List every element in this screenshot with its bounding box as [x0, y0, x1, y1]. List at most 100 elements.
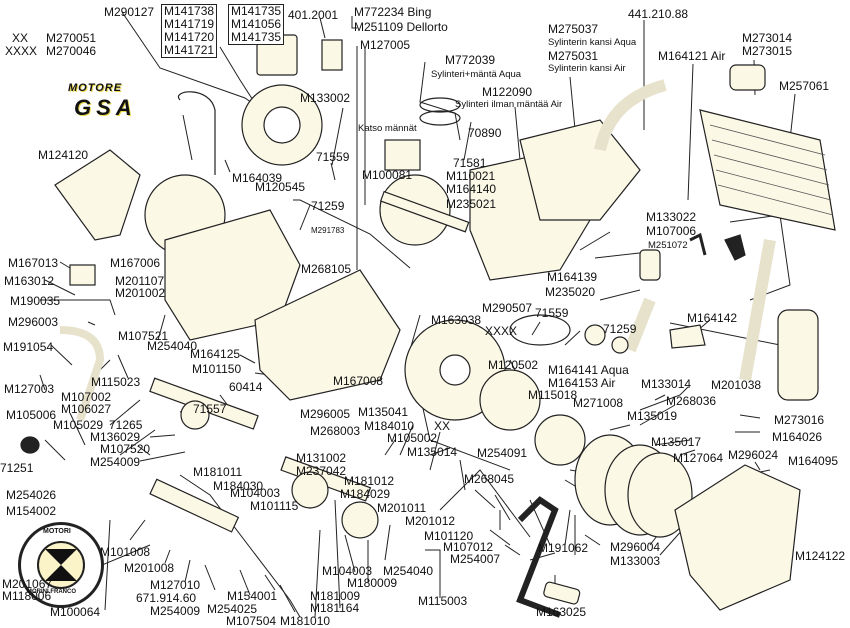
logo-text-bottom: MORINI FRANCO	[27, 589, 76, 595]
part-label-m127010: M127010	[150, 578, 201, 592]
part-label: M141721	[164, 43, 215, 57]
part-label-m201008: M201008	[124, 561, 175, 575]
part-label-m100064: M100064	[50, 605, 101, 619]
part-label-m296003: M296003	[8, 315, 59, 329]
logo-hourglass	[37, 541, 85, 589]
part-label-m107002: M107002	[61, 390, 112, 404]
part-label-m107012: M107012	[443, 540, 494, 554]
gsa-title: GSA	[74, 95, 137, 120]
part-label-m104003-top: M104003	[230, 486, 281, 500]
thermostat-flange	[669, 324, 706, 349]
part-label-m237042: M237042	[296, 464, 347, 478]
part-label-m104003-bottom: M104003	[322, 564, 373, 578]
part-label-m257061: M257061	[779, 79, 830, 93]
part-label-m201067: M201067	[2, 577, 53, 591]
part-sketches	[20, 34, 836, 618]
part-label-m110021: M110021	[446, 169, 496, 183]
part-label-71259-top: 71259	[311, 199, 345, 213]
part-label-m268105: M268105	[301, 262, 352, 276]
kick-start-lever	[516, 496, 562, 618]
part-label-71581: 71581	[453, 156, 487, 170]
part-label-m154002: M154002	[6, 504, 57, 518]
part-label-m127064: M127064	[673, 451, 724, 465]
part-label-m184029: M184029	[340, 487, 391, 501]
part-label-m268036: M268036	[666, 394, 717, 408]
part-label-m254040-bottom: M254040	[383, 564, 434, 578]
part-label-m164140: M164140	[446, 182, 497, 196]
part-label-m135041: M135041	[358, 405, 409, 419]
part-label-m201038: M201038	[711, 378, 762, 392]
part-label-m120545: M120545	[255, 180, 306, 194]
part-label-m201011: M201011	[377, 501, 427, 515]
part-label-m164142: M164142	[687, 311, 738, 325]
part-label-m115023: M115023	[91, 375, 141, 389]
part-label-m133002: M133002	[300, 91, 351, 105]
part-label-71557: 71557	[193, 402, 227, 416]
part-label-m106027: M106027	[61, 402, 112, 416]
radiator-cap-part	[729, 64, 766, 91]
part-label-m251072: M251072	[648, 240, 688, 251]
part-label-m772039: M772039	[445, 53, 496, 67]
part-label-m296004: M296004	[610, 540, 661, 554]
part-label-m268003: M268003	[310, 424, 361, 438]
part-label-m235021: M235021	[446, 197, 497, 211]
clutch-cover-part	[674, 464, 801, 611]
part-label-m275037: M275037	[548, 22, 599, 36]
flywheel-cover-part	[54, 149, 141, 241]
part-label-m127005: M127005	[360, 38, 411, 52]
part-label-m107504: M107504	[226, 614, 277, 628]
part-label: M141720	[164, 30, 215, 44]
part-label-katso: Katso männät	[358, 123, 417, 134]
clutch-hub-part	[534, 414, 586, 466]
regulator-parts-box: M141735 M141056 M141735	[228, 4, 285, 45]
part-label-71559-mid: 71559	[535, 306, 569, 320]
part-label-m122090: M122090	[482, 85, 533, 99]
part-label-m101120: M101120	[424, 529, 474, 543]
part-label-m268045: M268045	[464, 472, 515, 486]
part-label-671914-60: 671.914.60	[136, 591, 197, 605]
part-label-m290507: M290507	[482, 301, 533, 315]
part-label-m254025: M254025	[207, 602, 258, 616]
crankcase-right-part	[254, 269, 401, 401]
part-label-m296024: M296024	[728, 448, 779, 462]
part-label-m181164: M181164	[310, 601, 360, 615]
part-label-m271008: M271008	[573, 396, 624, 410]
part-label-m181010: M181010	[280, 614, 331, 628]
part-desc-m772039: Sylinteri+mäntä Aqua	[431, 69, 522, 80]
part-label-m254040-left: M254040	[147, 339, 198, 353]
part-label-4012001: 401.2001	[288, 8, 339, 22]
legend-part-xxxx: M270046	[46, 44, 97, 58]
part-label-m163012: M163012	[4, 274, 55, 288]
legend-mark-xxxx: XXXX	[5, 44, 38, 58]
coolant-bottle	[777, 309, 819, 401]
part-label-m133022: M133022	[646, 210, 697, 224]
part-label-m133014: M133014	[641, 377, 692, 391]
part-label-m191062: M191062	[538, 541, 589, 555]
part-label-m105029: M105029	[53, 418, 104, 432]
selector-drum-part	[149, 478, 240, 533]
part-label-m115003: M115003	[418, 594, 468, 608]
legend-mark-xx: XX	[12, 31, 29, 45]
part-label-m273015: M273015	[742, 44, 793, 58]
part-label-m101115: M101115	[250, 499, 299, 513]
part-label-71559-top: 71559	[316, 150, 350, 164]
part-desc-m275037: Sylinterin kansi Aqua	[548, 37, 637, 48]
part-label-m181011: M181011	[193, 465, 243, 479]
part-label-m105002: M105002	[387, 431, 438, 445]
part-label-m254026: M254026	[6, 488, 57, 502]
part-label-m100081: M100081	[362, 168, 413, 182]
part-label-m120502: M120502	[488, 358, 539, 372]
part-label-m124120: M124120	[38, 148, 89, 162]
part-label-m167006: M167006	[110, 256, 161, 270]
part-label-m181012: M181012	[344, 474, 395, 488]
part-label: M141735	[231, 4, 282, 18]
part-label-m164095: M164095	[788, 454, 839, 468]
part-label-m131002: M131002	[296, 451, 347, 465]
part-label-m235020: M235020	[545, 285, 596, 299]
part-label-70890: 70890	[468, 126, 502, 140]
part-label-71259-mid: 71259	[603, 322, 637, 336]
part-label-m135017: M135017	[651, 435, 702, 449]
part-label-m124122: M124122	[795, 549, 846, 563]
